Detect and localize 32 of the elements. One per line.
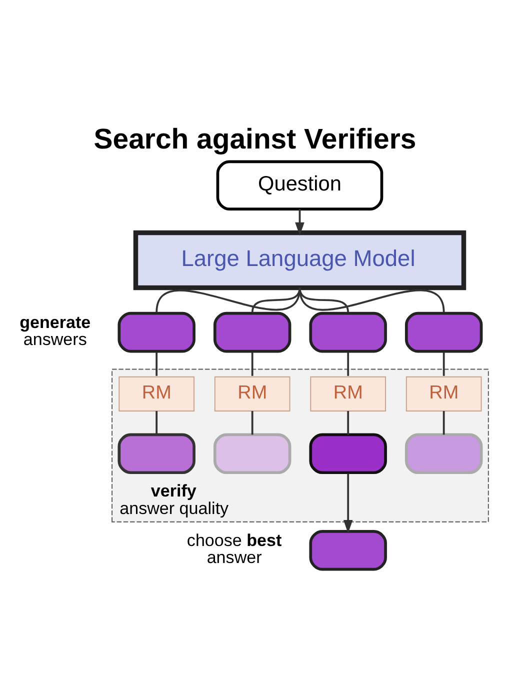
- node-box: [309, 312, 387, 353]
- connector: [442, 411, 445, 435]
- node-box: [309, 433, 387, 474]
- node-box: [213, 312, 292, 353]
- node-box: [118, 433, 196, 474]
- node-box: [118, 312, 196, 353]
- arrow: [343, 474, 353, 534]
- node-label: choose best answer: [186, 530, 282, 568]
- connector: [156, 352, 158, 376]
- node-box: [213, 433, 292, 474]
- connector: [298, 288, 445, 313]
- node-box: [404, 433, 483, 474]
- node-box: RM: [118, 376, 194, 412]
- connector: [251, 288, 301, 313]
- connector: [251, 352, 254, 376]
- connector: [251, 411, 254, 435]
- connector: [442, 352, 445, 376]
- node-box: RM: [310, 376, 386, 412]
- node-box: [309, 530, 387, 571]
- diagram-title: Search against Verifiers: [94, 123, 416, 156]
- node-box: Question: [216, 160, 384, 210]
- label: generate answers: [20, 312, 91, 350]
- arrow: [295, 209, 304, 236]
- node-box: RM: [406, 376, 482, 412]
- node-box: RM: [214, 376, 290, 412]
- connector: [347, 411, 350, 435]
- connector: [347, 352, 350, 376]
- node-box: Large Language Model: [133, 230, 466, 290]
- connector: [156, 288, 301, 313]
- connector: [298, 288, 350, 313]
- node-box: [404, 312, 483, 353]
- connector: [156, 411, 158, 435]
